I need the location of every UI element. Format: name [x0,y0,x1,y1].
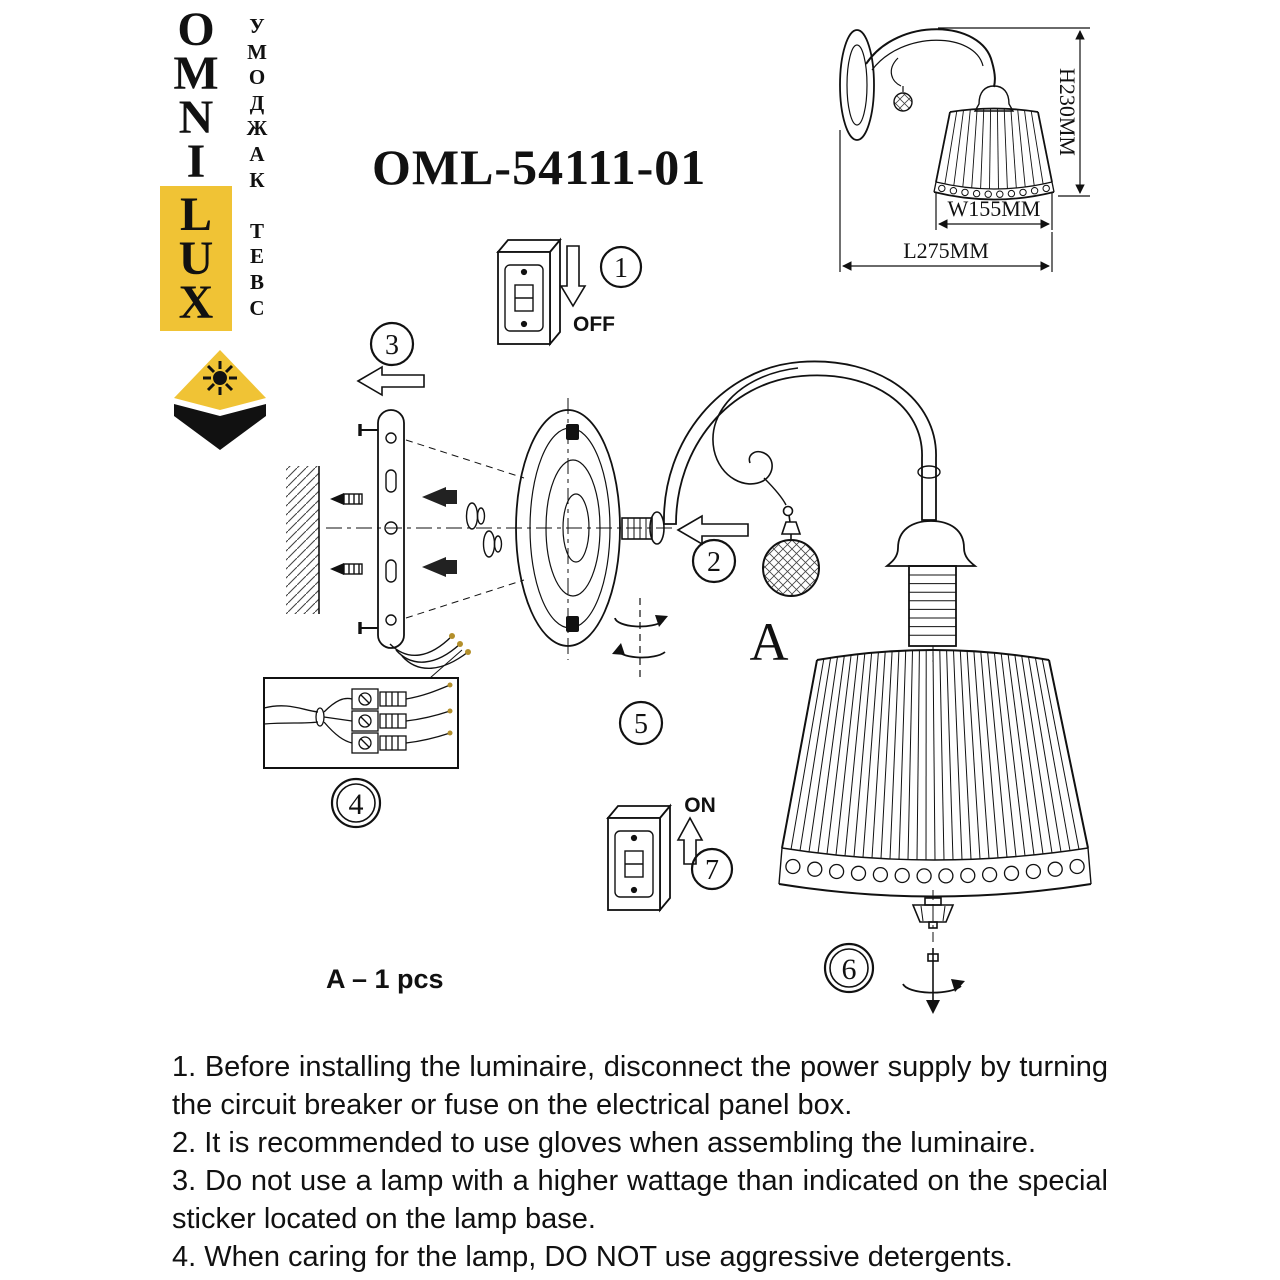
height-dimension: H230MM [938,27,1090,197]
step-7-badge: 7 [690,847,734,891]
step-6-badge: 6 [823,942,875,994]
terminal-block [351,688,407,754]
width-label: W155MM [948,196,1041,221]
sunburst-diamond-icon [174,350,266,450]
step-4-badge: 4 [330,777,382,829]
direction-left-arrow-icon [356,365,425,397]
svg-text:6: 6 [842,953,857,986]
instruction-item-4: 4. When caring for the lamp, DO NOT use … [172,1241,1013,1273]
instruction-item-1: 1. Before installing the luminaire, disc… [172,1051,1108,1121]
shade-beads [785,858,1085,884]
svg-text:7: 7 [705,855,719,886]
wall-anchors [330,493,363,575]
svg-text:2: 2 [707,547,721,578]
terminal-box-detail [263,677,459,769]
step-3-badge: 3 [369,321,415,367]
width-dimension: W155MM [935,192,1053,230]
instructions-list: 1. Before installing the luminaire, disc… [172,1048,1108,1276]
wall-switch-on-icon [607,805,671,911]
off-label: OFF [573,313,615,336]
on-label: ON [684,794,716,817]
lamp-socket [884,520,978,662]
lamp-arm [663,360,941,525]
step-7-power-on: ON 7 [607,794,734,911]
bracket-bolts [358,424,378,634]
arm-connector [621,511,665,545]
height-label: H230MM [1055,68,1080,156]
svg-text:4: 4 [349,788,364,821]
step-5-badge: 5 [618,700,664,746]
shade-pleats [781,649,1089,861]
crystal-pendant [762,505,820,597]
part-label-a: A [750,612,789,672]
length-dimension: L275MM [839,130,1053,272]
mounting-screws [405,439,525,619]
finial-screw-rotation-icon [902,948,965,1014]
finial [911,890,955,944]
lamp-side-view-icon [839,28,1055,201]
wall-switch-off-icon [497,239,561,345]
step-1-power-off: OFF 1 [497,239,643,345]
instruction-item-2: 2. It is recommended to use gloves when … [172,1127,1036,1159]
canopy-wires [389,633,471,679]
lampshade [778,649,1092,898]
power-off-arrow-icon [559,245,587,308]
decorative-nuts [465,502,503,558]
svg-text:3: 3 [385,330,399,361]
dimension-drawing: H230MM W155MM L275MM [839,27,1090,272]
product-model: OML-54111-01 [372,139,707,195]
mounting-bracket [358,409,405,649]
instruction-item-3: 3. Do not use a lamp with a higher watta… [172,1165,1108,1235]
power-on-arrow-icon [676,816,704,865]
step-1-badge: 1 [599,245,643,289]
screw-rotation-icon [612,598,668,678]
length-label: L275MM [903,238,989,263]
step-3-mount-bracket: 3 [356,321,425,397]
canopy [515,409,621,647]
step-2-badge: 2 [691,538,737,584]
svg-text:5: 5 [634,709,648,740]
svg-text:1: 1 [614,253,628,284]
pcs-label: A – 1 pcs [326,964,444,994]
wall-section [286,466,320,614]
